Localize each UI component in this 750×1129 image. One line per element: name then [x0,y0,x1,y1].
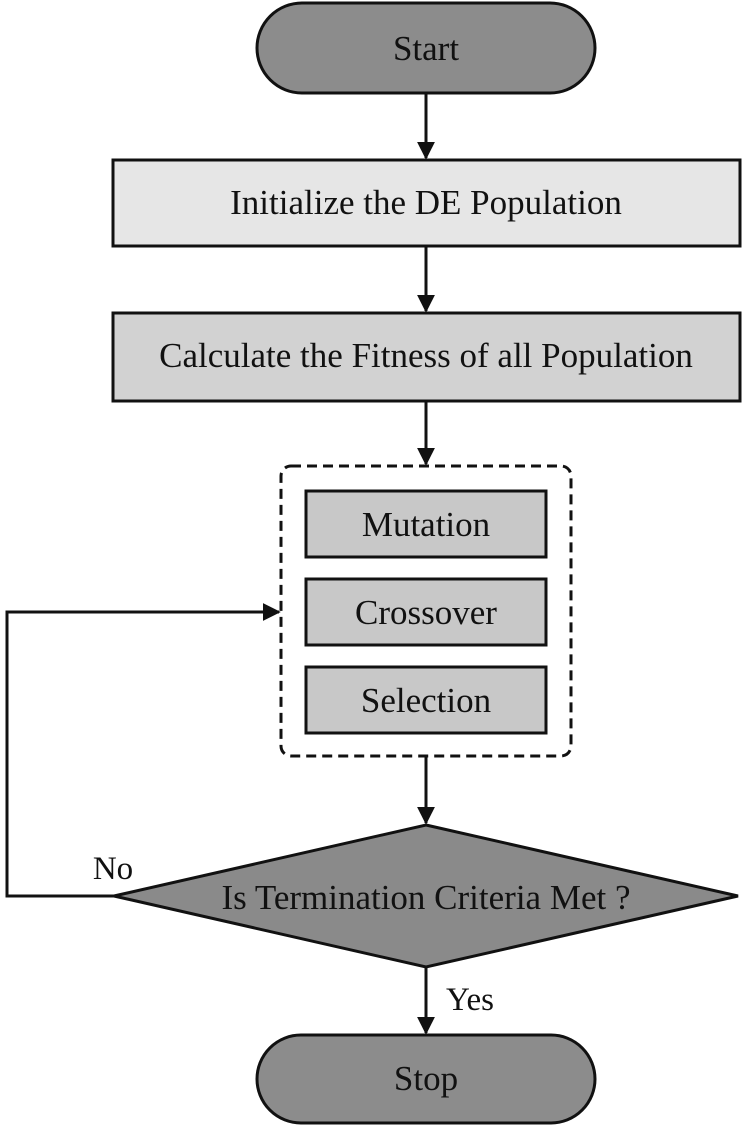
crossover-node: Crossover [304,577,548,647]
decision-node: Is Termination Criteria Met ? [113,823,739,969]
stop-shape [255,1033,597,1125]
crossover-shape [304,577,548,647]
decision-label: Is Termination Criteria Met ? [221,878,630,917]
mutation-label: Mutation [362,505,490,544]
init-label: Initialize the DE Population [230,183,622,222]
init-shape [111,158,742,248]
mutation-node: Mutation [304,489,548,559]
selection-node: Selection [304,665,548,735]
no-label: No [93,851,133,887]
stop-label: Stop [394,1059,458,1098]
start-node: Start [255,1,597,95]
mutation-shape [304,489,548,559]
selection-shape [304,665,548,735]
arrow-no-loop [5,603,281,898]
fitness-label: Calculate the Fitness of all Population [159,336,693,375]
selection-label: Selection [361,681,491,720]
init-node: Initialize the DE Population [111,158,742,248]
crossover-label: Crossover [355,593,497,632]
stop-node: Stop [255,1033,597,1125]
start-label: Start [393,29,459,68]
yes-label: Yes [446,982,494,1018]
fitness-node: Calculate the Fitness of all Population [111,311,742,403]
